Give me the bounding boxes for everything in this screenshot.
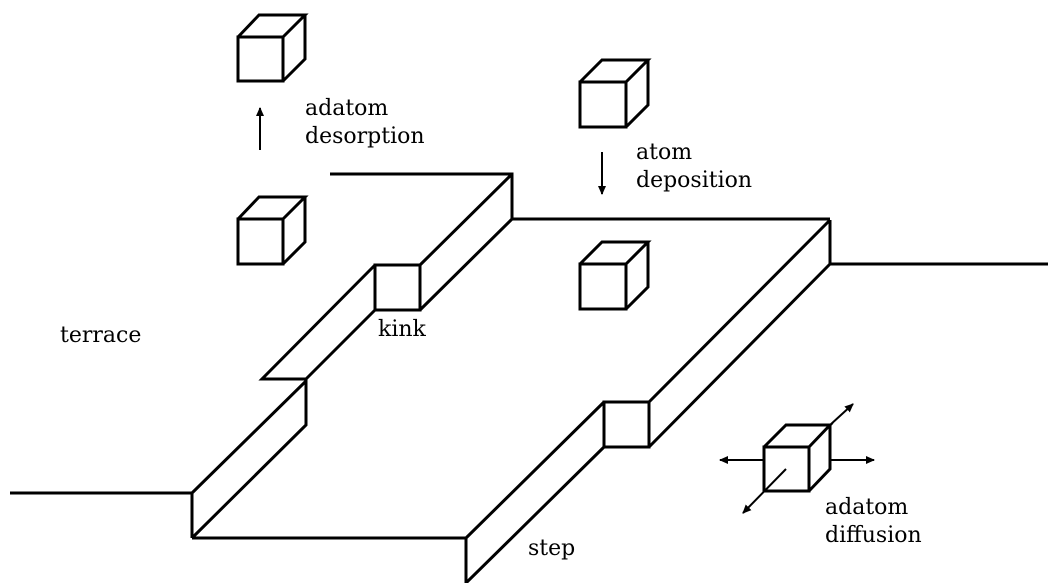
front-step-face — [464, 400, 606, 583]
back-kink-shape — [373, 263, 422, 312]
adatom-cube-top-left — [236, 13, 309, 83]
adatom-cube-top-right — [578, 58, 652, 129]
right-step-top — [828, 220, 1048, 266]
adatom-diffusion-label-line2: diffusion — [825, 523, 922, 548]
back-step-face — [330, 172, 514, 312]
diffusion-arrow-front — [742, 468, 787, 514]
adatom-cube-on-terrace — [578, 240, 652, 311]
adatom-desorption-label-line2: desorption — [305, 124, 425, 149]
adatom-desorption-label-line1: adatom — [305, 96, 388, 121]
left-step-face — [190, 377, 308, 540]
adatom-cube-mid-left — [236, 195, 309, 266]
terrace-surface — [10, 172, 1048, 583]
step-label: step — [528, 536, 575, 561]
adatom-cube-diffusion — [762, 423, 834, 493]
kink-label: kink — [378, 317, 427, 342]
terrace-label: terrace — [60, 323, 141, 348]
diffusion-arrow-back — [829, 403, 854, 426]
upper-left-notch — [258, 263, 377, 381]
atom-deposition-label-line1: atom — [636, 140, 692, 165]
front-kink-shape — [602, 218, 832, 449]
adatom-diffusion-label-line1: adatom — [825, 495, 908, 520]
atom-deposition-label-line2: deposition — [636, 168, 752, 193]
